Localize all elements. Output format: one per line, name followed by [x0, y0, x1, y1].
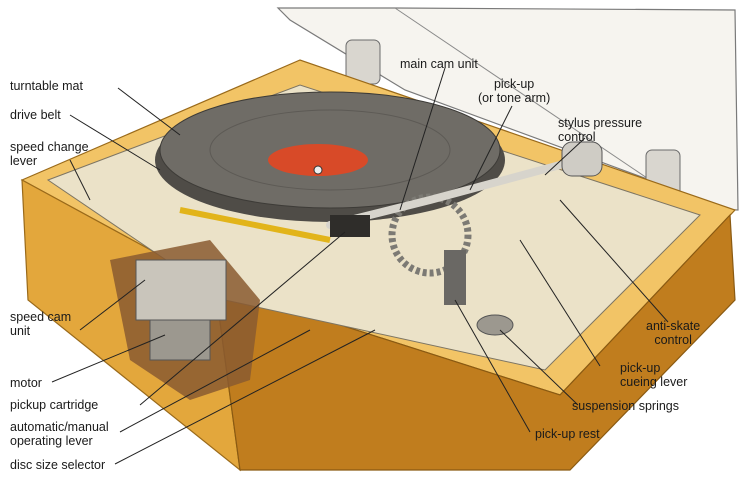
suspension-spring: [476, 314, 514, 336]
base-front-right: [214, 213, 736, 471]
label-auto-manual-lever: automatic/manual operating lever: [10, 420, 109, 448]
label-pick-up-tone-arm: pick-up (or tone arm): [478, 77, 551, 105]
record-groove: [209, 109, 451, 191]
leader-pickup-cartridge: [139, 231, 346, 406]
record-label: [268, 144, 368, 176]
leader-disc-size-selector: [114, 329, 376, 465]
leader-turntable-mat: [117, 87, 181, 136]
leader-speed-cam-unit: [79, 279, 146, 331]
leader-motor: [51, 334, 166, 383]
leader-speed-change-lever: [69, 159, 91, 201]
label-speed-change-lever: speed change lever: [10, 140, 89, 168]
label-disc-size-selector: disc size selector: [10, 458, 106, 472]
motor-base: [149, 319, 211, 361]
tone-arm-headshell: [330, 215, 370, 237]
spindle: [313, 165, 323, 175]
leader-tone-arm: [469, 105, 513, 191]
drive-belt: [179, 207, 331, 243]
leader-stylus-pressure: [544, 137, 586, 176]
counterweight: [561, 141, 603, 177]
motor-housing: [135, 259, 227, 321]
label-motor: motor: [10, 376, 42, 390]
label-pick-up-rest: pick-up rest: [535, 427, 600, 441]
leader-cueing-lever: [519, 239, 601, 367]
label-turntable-mat: turntable mat: [10, 79, 83, 93]
leader-lines: [51, 67, 669, 465]
label-speed-cam-unit: speed cam unit: [10, 310, 72, 338]
label-main-cam-unit: main cam unit: [400, 57, 478, 71]
label-pick-up-cueing-lever: pick-up cueing lever: [620, 361, 688, 389]
label-drive-belt: drive belt: [10, 108, 61, 122]
leader-auto-manual-lever: [119, 329, 311, 433]
leader-main-cam-unit: [399, 67, 446, 211]
pick-up-rest-post: [444, 250, 466, 305]
leader-drive-belt: [69, 114, 161, 171]
leader-anti-skate: [559, 199, 669, 323]
label-stylus-pressure-control: stylus pressure control: [558, 116, 643, 144]
dust-cover-edge: [394, 7, 651, 181]
leader-suspension-springs: [499, 329, 579, 406]
label-pickup-cartridge: pickup cartridge: [10, 398, 99, 412]
label-suspension-springs: suspension springs: [572, 399, 680, 413]
label-anti-skate-control: anti-skate control: [646, 319, 701, 347]
leader-pick-up-rest: [454, 299, 531, 433]
